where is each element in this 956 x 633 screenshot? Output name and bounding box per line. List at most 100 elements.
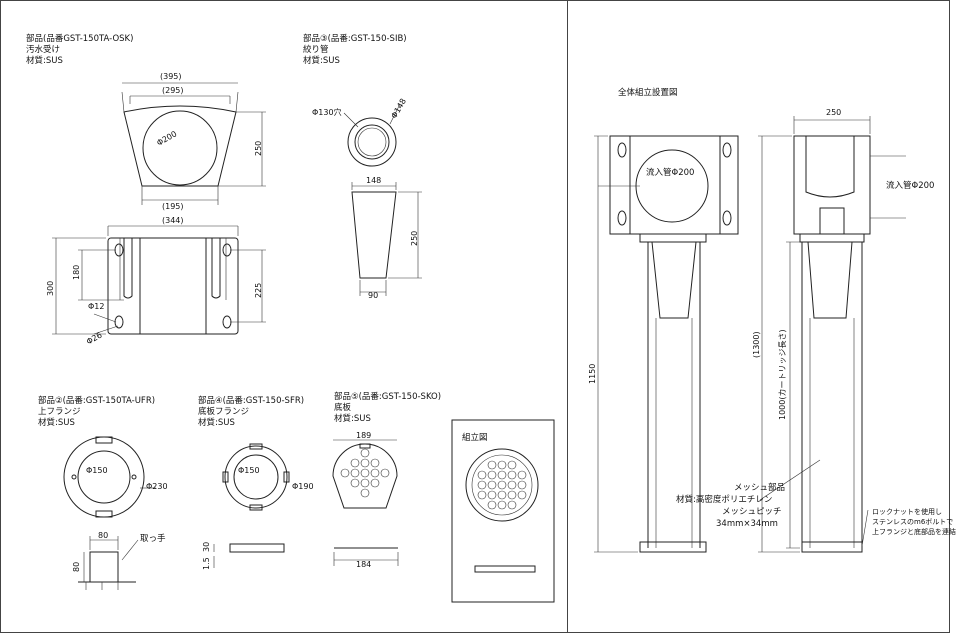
- mesh-hole: [507, 460, 517, 470]
- part2-title: 部品②(品番:GST-150TA-UFR): [38, 396, 156, 406]
- dim-p2-inner: Φ150: [86, 466, 108, 475]
- mesh-hole: [477, 470, 487, 480]
- part1-name: 汚水受け: [26, 45, 61, 55]
- dim-height: 250: [254, 140, 263, 156]
- sheet-divider: [567, 0, 568, 633]
- mesh-hole: [507, 480, 517, 490]
- dim-p3-inner: Φ130穴: [312, 108, 342, 117]
- part3-title: 部品③(品番:GST-150-SIB): [303, 34, 407, 44]
- part3-top-view: [343, 103, 401, 167]
- mesh-hole: [360, 458, 370, 468]
- assembly-side: [758, 116, 906, 553]
- mesh-hole: [350, 478, 360, 488]
- part5-name: 底板: [334, 403, 352, 413]
- dim-width: 250: [826, 108, 842, 117]
- dim-slot-w: Φ12: [88, 302, 105, 311]
- mesh-hole: [370, 478, 380, 488]
- part4-title: 部品④(品番:GST-150-SFR): [198, 396, 305, 406]
- dim-p3-top: 148: [366, 176, 382, 185]
- dim-cartridge-height: (1300): [752, 331, 761, 358]
- part2-material: 材質:SUS: [38, 418, 75, 428]
- mesh-size: 34mm×34mm: [716, 519, 778, 529]
- assembly-title: 全体組立設置図: [618, 88, 678, 98]
- assembly-front: [594, 135, 739, 553]
- dim-cartridge-length: 1000(カートリッジ長さ): [778, 329, 787, 420]
- dim-p3-height: 250: [410, 230, 419, 246]
- dim-p4-t1: 30: [202, 541, 211, 552]
- dim-p4-t2: 1.5: [202, 557, 211, 570]
- dim-p2-outer: Φ230: [146, 482, 168, 491]
- dim-p2-h: 80: [72, 561, 81, 572]
- note-line1: ロックナットを使用し: [872, 508, 942, 516]
- mesh-hole: [487, 500, 497, 510]
- mesh-hole: [507, 500, 517, 510]
- dim-bottom: (195): [162, 202, 184, 211]
- mesh-hole: [497, 470, 507, 480]
- part3-name: 絞り管: [303, 45, 329, 55]
- mesh-pitch: メッシュピッチ: [722, 507, 782, 517]
- mesh-hole: [487, 490, 497, 500]
- part2-flange: [63, 436, 156, 518]
- mesh-hole: [380, 468, 390, 478]
- mesh-title: メッシュ部品: [734, 483, 786, 493]
- part4-name: 底板フランジ: [198, 407, 250, 417]
- part1-top-view: [121, 82, 266, 205]
- part1-material: 材質:SUS: [26, 56, 63, 66]
- mesh-hole: [360, 448, 370, 458]
- dim-p5-bottom: 184: [356, 560, 372, 569]
- mesh-material: 材質:高密度ポリエチレン: [676, 495, 773, 505]
- assembly-small-title: 組立図: [462, 433, 488, 443]
- dim-slot: 180: [72, 264, 81, 280]
- mesh-hole: [370, 458, 380, 468]
- mesh-hole: [340, 468, 350, 478]
- pipe-in-label: 流入管Φ200: [646, 168, 695, 178]
- mesh-hole: [487, 470, 497, 480]
- assembly-small-box: [451, 419, 555, 603]
- handle-label: 取っ手: [140, 534, 166, 544]
- part3-material: 材質:SUS: [303, 56, 340, 66]
- dim-p2-w: 80: [98, 531, 109, 540]
- mesh-hole: [517, 470, 527, 480]
- mesh-hole: [370, 468, 380, 478]
- part2-side: [78, 536, 139, 590]
- note-line2: ステンレスのm6ボルトで: [872, 518, 954, 526]
- dim-total-height: 1150: [588, 363, 597, 384]
- mesh-hole: [487, 480, 497, 490]
- dim-top-inner: (295): [162, 86, 184, 95]
- mesh-hole: [497, 480, 507, 490]
- mesh-hole: [350, 458, 360, 468]
- part5-material: 材質:SUS: [334, 414, 371, 424]
- part2-name: 上フランジ: [38, 407, 81, 417]
- dim-front-width: (344): [162, 216, 184, 225]
- mesh-hole: [517, 490, 527, 500]
- part5-title: 部品⑤(品番:GST-150-SKO): [334, 392, 442, 402]
- part4-side: [213, 543, 285, 568]
- dim-mount: 225: [254, 282, 263, 298]
- mesh-hole: [360, 478, 370, 488]
- dim-p4-inner: Φ150: [238, 466, 260, 475]
- mesh-hole: [477, 480, 487, 490]
- mesh-hole: [350, 468, 360, 478]
- mesh-hole: [517, 480, 527, 490]
- part3-side-view: [351, 182, 422, 296]
- part1-front-view: [52, 225, 266, 335]
- mesh-hole: [497, 500, 507, 510]
- mesh-hole: [507, 470, 517, 480]
- mesh-hole: [497, 460, 507, 470]
- mesh-hole: [507, 490, 517, 500]
- mesh-hole: [360, 468, 370, 478]
- part4-material: 材質:SUS: [198, 418, 235, 428]
- part4-flange: [222, 443, 290, 511]
- note-line3: 上フランジと底部品を連結: [872, 528, 956, 536]
- dim-p4-outer: Φ190: [292, 482, 314, 491]
- mesh-hole: [497, 490, 507, 500]
- mesh-hole: [477, 490, 487, 500]
- dim-p5-top: 189: [356, 431, 372, 440]
- part1-title: 部品(品番GST-150TA-OSK): [26, 34, 134, 44]
- part5-side: [333, 547, 399, 566]
- part5-plate: [332, 439, 398, 509]
- pipe-in-right-label: 流入管Φ200: [886, 181, 935, 191]
- dim-top-outer: (395): [160, 72, 182, 81]
